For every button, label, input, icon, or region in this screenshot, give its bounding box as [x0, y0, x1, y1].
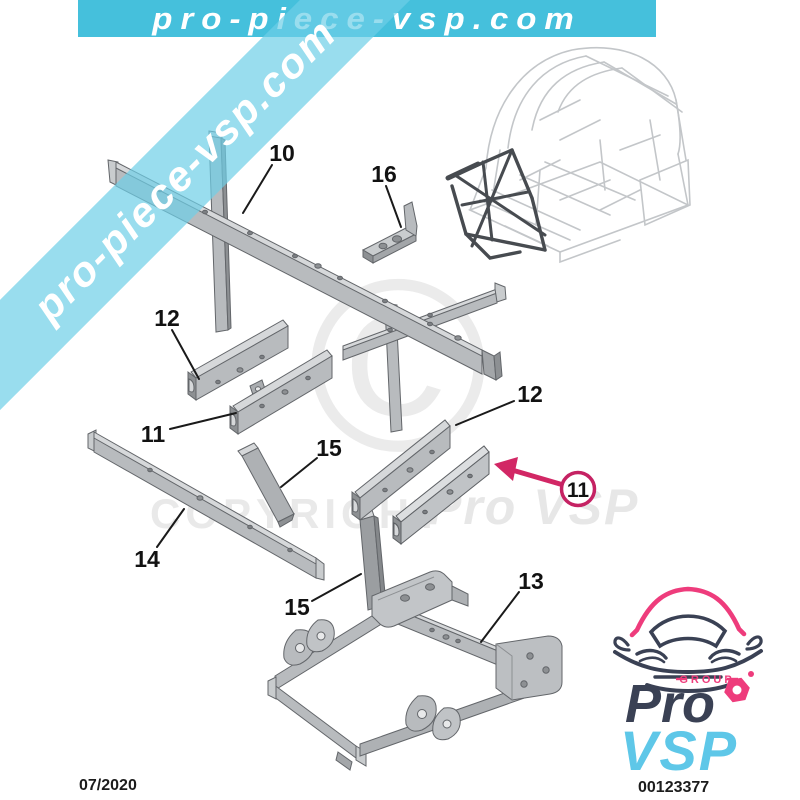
- callout-10: 10: [242, 140, 295, 214]
- logo-vsp-text: VSP: [620, 719, 738, 782]
- car-outline: [613, 586, 763, 693]
- callout-16: 16: [371, 161, 402, 228]
- callout-13: 13: [480, 568, 544, 643]
- callout-11-left-label: 11: [141, 421, 166, 447]
- callout-12-left-label: 12: [154, 305, 180, 331]
- callout-11-left: 11: [141, 412, 237, 447]
- part-11-right-rail: [392, 445, 490, 546]
- footer-date: 07/2020: [79, 777, 137, 794]
- highlight-callout-11-label: 11: [567, 479, 590, 502]
- part-15-upper-strut: [237, 442, 295, 528]
- part-13-subframe: [267, 570, 563, 771]
- callout-12-right-label: 12: [517, 381, 543, 407]
- footer-part-number: 00123377: [638, 779, 710, 796]
- logo-group-text: GROUP: [679, 674, 734, 686]
- provsp-logo: GROUP Pro VSP: [613, 586, 763, 782]
- callout-16-label: 16: [371, 161, 397, 187]
- logo-nut-icon: [724, 671, 754, 703]
- callout-13-label: 13: [518, 568, 544, 594]
- callout-14: 14: [134, 508, 185, 572]
- logo-pro-text: Pro: [625, 674, 715, 734]
- callout-14-label: 14: [134, 546, 160, 572]
- chassis-highlighted-subframe: [445, 148, 547, 260]
- site-banner-text: pro-piece-vsp.com: [152, 1, 582, 36]
- callout-12-left: 12: [154, 305, 200, 380]
- callout-15-upper-label: 15: [316, 435, 342, 461]
- callout-12-right: 12: [455, 381, 543, 426]
- callout-10-label: 10: [269, 140, 295, 166]
- part-14-beam: [87, 429, 325, 581]
- callout-15-lower: 15: [284, 573, 362, 620]
- callout-15-lower-label: 15: [284, 594, 310, 620]
- highlight-callout-11: 11: [494, 457, 597, 508]
- site-banner: pro-piece-vsp.com: [78, 0, 656, 37]
